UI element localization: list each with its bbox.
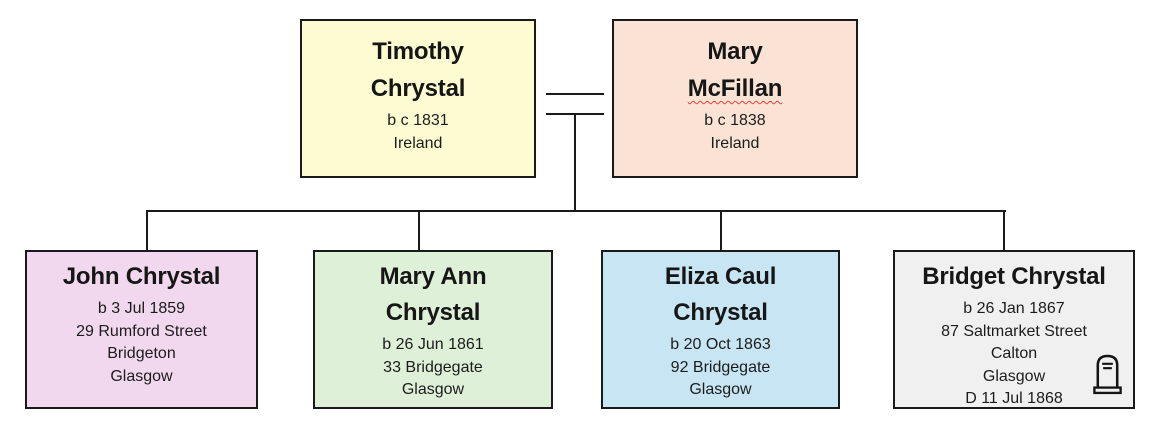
person-details: b 3 Jul 1859 29 Rumford Street Bridgeton… <box>76 298 207 388</box>
name-line: Mary Ann <box>379 263 487 290</box>
person-box-mary-ann-chrystal: Mary Ann Chrystal b 26 Jun 1861 33 Bridg… <box>313 250 553 409</box>
person-name: John Chrystal <box>62 259 221 295</box>
person-details: b 20 Oct 1863 92 Bridgegate Glasgow <box>670 334 771 402</box>
name-line: Chrystal <box>370 75 466 102</box>
name-line: Mary <box>707 38 763 65</box>
person-details: b 26 Jun 1861 33 Bridgegate Glasgow <box>382 334 483 402</box>
district-detail: Bridgeton <box>107 345 176 362</box>
address-detail: 29 Rumford Street <box>76 322 207 340</box>
birth-detail: b c 1838 <box>704 112 766 129</box>
place-detail: Ireland <box>393 134 443 152</box>
birth-detail: b 20 Oct 1863 <box>670 336 771 353</box>
drop-line-john <box>146 210 148 251</box>
name-line: Eliza Caul <box>664 263 777 290</box>
person-box-mary-mcfillan: Mary McFillan b c 1838 Ireland <box>612 19 858 178</box>
address-detail: 92 Bridgegate <box>670 358 771 376</box>
city-detail: Glasgow <box>110 367 173 385</box>
birth-detail: b c 1831 <box>387 112 449 129</box>
marriage-descent-stem <box>574 115 576 211</box>
person-name: Eliza Caul Chrystal <box>664 259 777 331</box>
city-detail: Glasgow <box>401 381 465 398</box>
drop-line-bridget <box>1003 210 1005 251</box>
district-detail: Calton <box>990 345 1038 362</box>
death-detail: D 11 Jul 1868 <box>965 390 1063 407</box>
place-detail: Ireland <box>710 134 760 152</box>
drop-line-eliza <box>720 210 722 251</box>
birth-detail: b 26 Jan 1867 <box>963 300 1065 317</box>
person-box-john-chrystal: John Chrystal b 3 Jul 1859 29 Rumford St… <box>25 250 258 409</box>
person-name: Bridget Chrystal <box>922 259 1106 295</box>
tombstone-icon <box>1093 354 1122 395</box>
city-detail: Glasgow <box>689 381 752 398</box>
person-box-eliza-caul-chrystal: Eliza Caul Chrystal b 20 Oct 1863 92 Bri… <box>601 250 840 409</box>
person-details: b c 1831 Ireland <box>387 110 448 155</box>
person-details: b 26 Jan 1867 87 Saltmarket Street Calto… <box>941 298 1087 411</box>
name-line-spellcheck: McFillan <box>687 75 783 102</box>
person-box-bridget-chrystal: Bridget Chrystal b 26 Jan 1867 87 Saltma… <box>893 250 1135 409</box>
name-line: Chrystal <box>673 299 768 326</box>
birth-detail: b 26 Jun 1861 <box>382 336 484 353</box>
name-line: Chrystal <box>385 299 481 326</box>
sibling-bar <box>147 210 1006 212</box>
marriage-connector-bottom-line <box>546 113 604 115</box>
address-detail: 33 Bridgegate <box>383 358 483 376</box>
marriage-connector-top-line <box>546 93 604 95</box>
person-name: Timothy Chrystal <box>370 33 466 107</box>
address-detail: 87 Saltmarket Street <box>941 322 1087 340</box>
person-box-timothy-chrystal: Timothy Chrystal b c 1831 Ireland <box>300 19 536 178</box>
person-name: Mary Ann Chrystal <box>380 259 487 331</box>
name-line: Timothy <box>372 38 464 65</box>
person-name: Mary McFillan <box>687 33 783 107</box>
name-line: John Chrystal <box>62 263 221 290</box>
person-details: b c 1838 Ireland <box>704 110 765 155</box>
name-line: Bridget Chrystal <box>922 263 1106 290</box>
birth-detail: b 3 Jul 1859 <box>97 300 186 317</box>
drop-line-mary-ann <box>418 210 420 251</box>
city-detail: Glasgow <box>982 367 1046 385</box>
